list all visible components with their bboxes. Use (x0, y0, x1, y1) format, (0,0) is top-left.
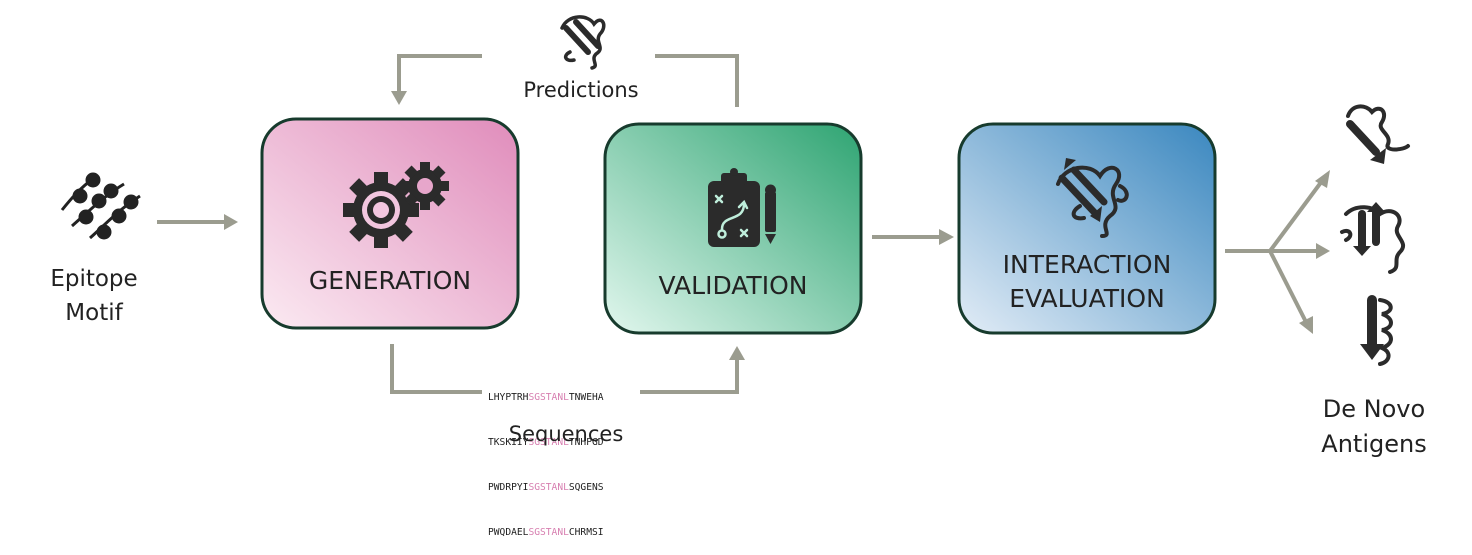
antigen-icon-3-arrowhead (1360, 344, 1384, 360)
sequence-prefix: TKSKIIY (488, 437, 529, 448)
epitope-motif-label: Epitope Motif (40, 262, 148, 330)
arrowhead-predictions (391, 91, 407, 105)
sequence-row: PWQDAELSGSTANLCHRMSI (488, 525, 604, 540)
protein-structure-icon (1056, 165, 1129, 238)
arrow-sequences-loop-left (390, 344, 482, 394)
arrow-output-down (1268, 250, 1308, 323)
sequence-prefix: LHYPTRH (488, 392, 529, 403)
arrowhead-output-mid (1316, 243, 1330, 259)
antigen-icon-2 (1340, 205, 1406, 274)
antigen-icon-1 (1346, 104, 1410, 156)
antigen-icon-2-arrowheads (1353, 202, 1385, 256)
arrow-output-up (1268, 179, 1324, 253)
protein-arrowheads-icon (1064, 158, 1102, 222)
clipboard-strategy-icon (708, 168, 776, 247)
sequence-motif: SGSTANL (528, 392, 569, 403)
predictions-label: Predictions (523, 78, 639, 102)
arrowhead-validation (939, 229, 954, 245)
arrow-predictions-loop-left (397, 54, 482, 93)
arrowhead-sequences (729, 346, 745, 360)
sequence-suffix: SQGENS (568, 482, 604, 493)
arrowhead-output-down (1299, 316, 1313, 334)
validation-title: VALIDATION (658, 271, 808, 300)
interaction-title-line1: INTERACTION (1002, 250, 1172, 279)
sequence-prefix: PWQDAEL (488, 527, 529, 538)
output-label-line2: Antigens (1321, 430, 1427, 458)
arrowhead-output-up (1315, 170, 1330, 188)
epitope-label-line2: Motif (65, 300, 123, 326)
sequence-list: LHYPTRHSGSTANLTNWEHA TKSKIIYSGSTANLTNHPG… (488, 360, 604, 555)
output-label-line1: De Novo (1322, 395, 1426, 423)
antigen-icon-1-arrowhead (1370, 148, 1386, 164)
sequence-suffix: TNWEHA (568, 392, 604, 403)
sequence-row: PWDRPYISGSTANLSQGENS (488, 480, 604, 495)
sequence-motif: SGSTANL (528, 482, 569, 493)
de-novo-antigens-label: De Novo Antigens (1300, 392, 1448, 462)
gears-icon (343, 162, 449, 248)
arrow-predictions-loop-right (655, 54, 739, 107)
sequence-suffix: CHRMSI (568, 527, 604, 538)
sequence-row: LHYPTRHSGSTANLTNWEHA (488, 390, 604, 405)
generation-title: GENERATION (308, 266, 472, 295)
arrowhead-epitope (224, 214, 238, 230)
antigen-icon-3 (1367, 295, 1393, 366)
arrow-sequences-loop-right (640, 358, 739, 394)
sequence-motif: SGSTANL (528, 437, 569, 448)
sequence-row: TKSKIIYSGSTANLTNHPGD (488, 435, 604, 450)
prediction-protein-icon (560, 15, 606, 70)
interaction-evaluation-title: INTERACTION EVALUATION (959, 248, 1215, 316)
sequences-label: Sequences (508, 422, 624, 446)
epitope-motif-icon (60, 172, 141, 240)
workflow-diagram (60, 15, 1410, 394)
interaction-title-line2: EVALUATION (1009, 284, 1165, 313)
sequence-motif: SGSTANL (528, 527, 569, 538)
sequence-prefix: PWDRPYI (488, 482, 529, 493)
interaction-evaluation-box (957, 122, 1217, 335)
epitope-label-line1: Epitope (50, 266, 138, 292)
sequence-suffix: TNHPGD (568, 437, 604, 448)
